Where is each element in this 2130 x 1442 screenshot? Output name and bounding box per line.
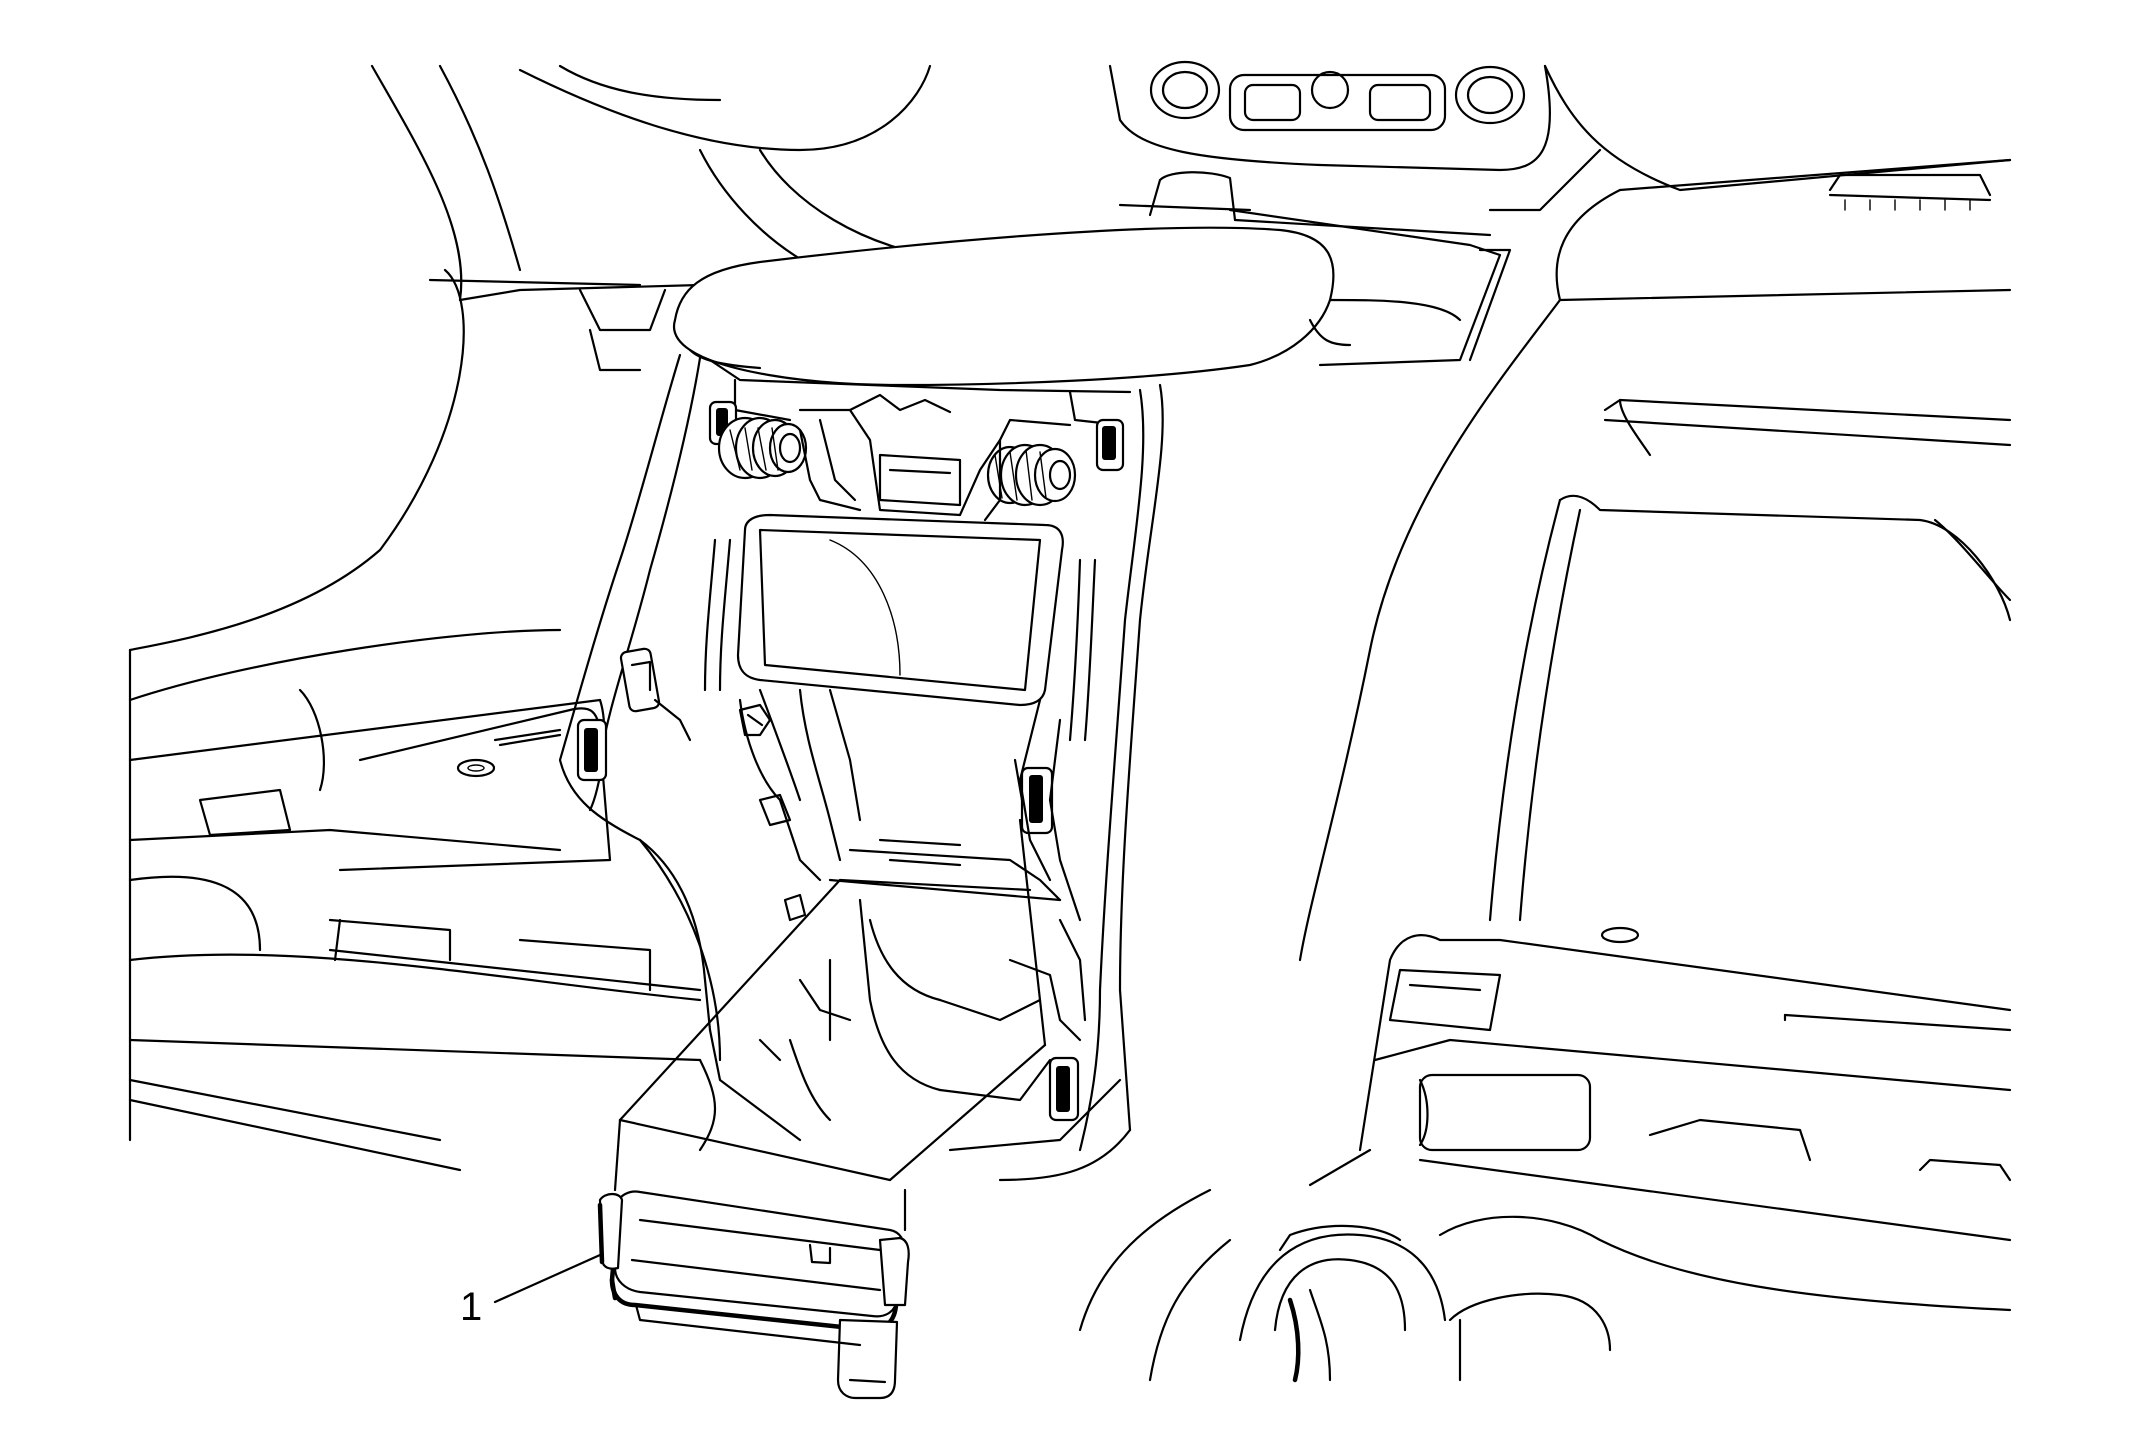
console-body <box>558 353 1164 1182</box>
right-floor <box>1078 158 2012 1383</box>
armrest <box>672 226 1462 387</box>
removed-part <box>597 1190 910 1400</box>
hinge-spring-right <box>986 443 1077 507</box>
callout-1: 1 <box>460 1253 602 1329</box>
instrument-panel <box>370 60 2012 372</box>
removed-part-guides <box>613 758 1047 1232</box>
hinge-spring-left <box>717 416 808 480</box>
callout-label: 1 <box>460 1285 482 1329</box>
left-floor <box>128 268 716 1172</box>
